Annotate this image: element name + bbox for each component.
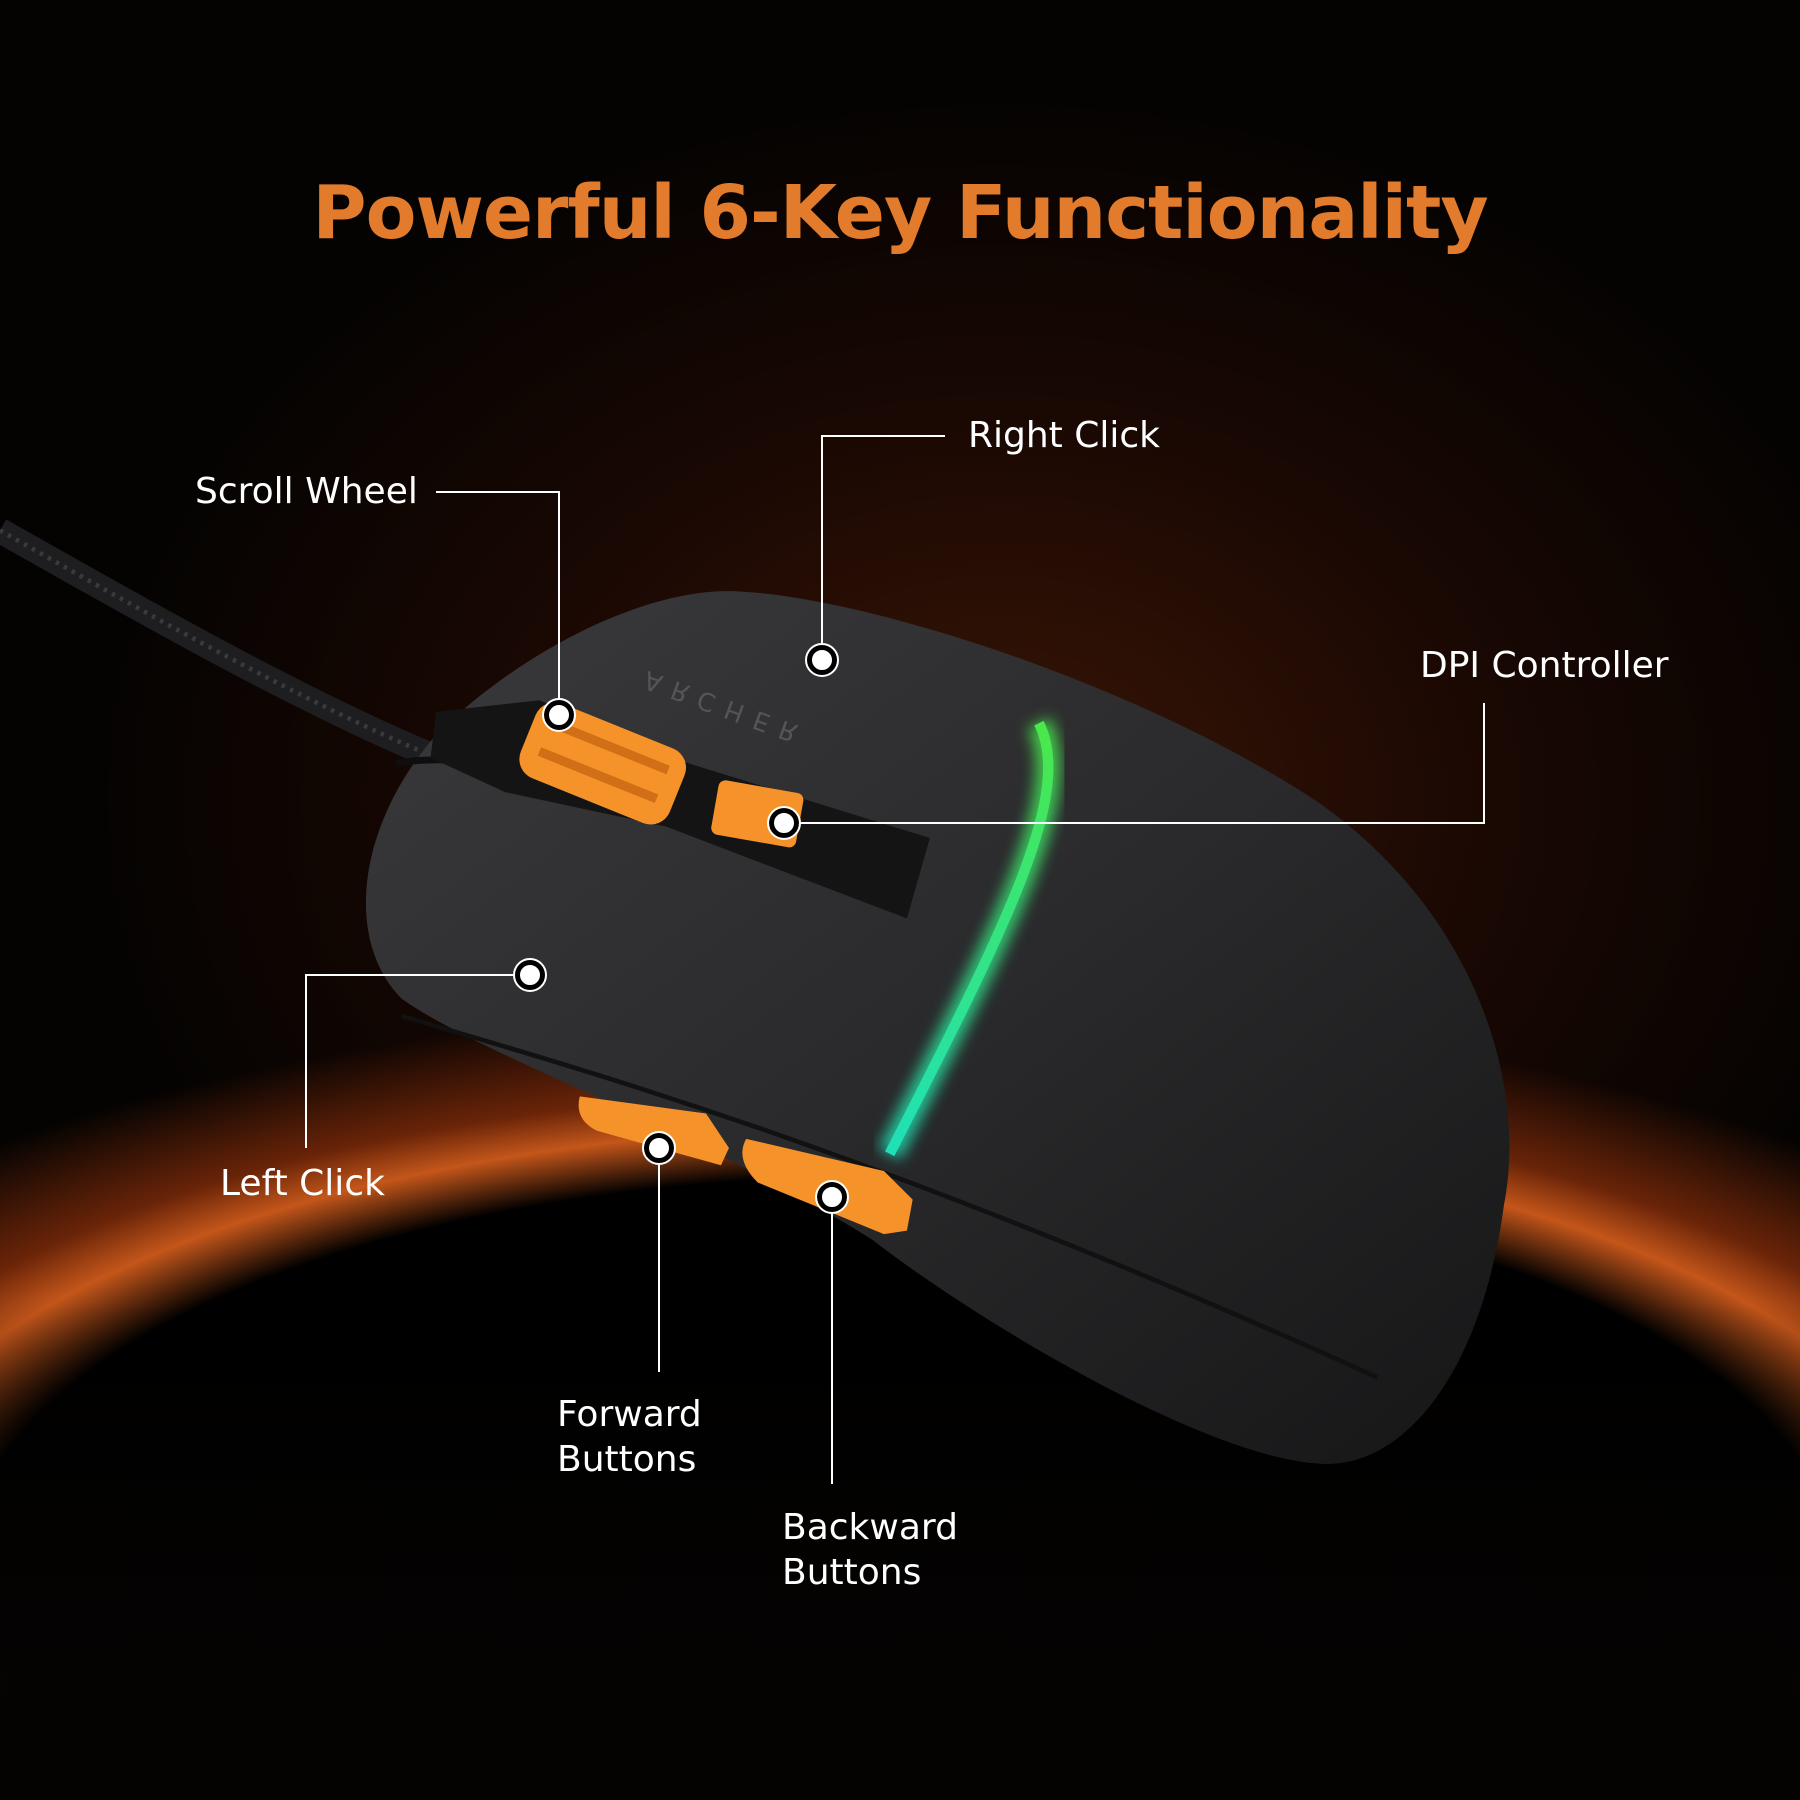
- scroll-wheel: [519, 702, 687, 825]
- dpi-controller-label: DPI Controller: [1420, 645, 1669, 686]
- page-title: Powerful 6-Key Functionality: [312, 170, 1488, 256]
- callout-dot: [642, 1131, 676, 1165]
- rgb-strip: [885, 720, 1054, 1157]
- callout-line: [558, 491, 560, 715]
- right-click-label: Right Click: [968, 415, 1161, 456]
- backward-label-line1: Backward: [782, 1507, 958, 1548]
- callout-line: [822, 435, 945, 437]
- callout-dot: [815, 1180, 849, 1214]
- background-fade: [0, 1300, 1800, 1800]
- callout-line: [306, 974, 529, 976]
- callout-line: [784, 822, 1485, 824]
- backward-label-line2: Buttons: [782, 1552, 922, 1593]
- scroll-wheel-label: Scroll Wheel: [195, 471, 418, 512]
- callout-dot: [805, 643, 839, 677]
- callout-line: [831, 1197, 833, 1484]
- callout-line: [1483, 703, 1485, 824]
- mouse-cable: [0, 519, 442, 770]
- forward-button-shape: [578, 1096, 729, 1166]
- callout-line: [658, 1148, 660, 1372]
- callout-line: [436, 491, 560, 493]
- callout-dot: [767, 806, 801, 840]
- side-seam: [401, 1013, 1379, 1380]
- left-click-label: Left Click: [220, 1163, 385, 1204]
- callout-dot: [542, 698, 576, 732]
- forward-label-line1: Forward: [557, 1394, 702, 1435]
- callout-line: [821, 435, 823, 660]
- callout-line: [305, 974, 307, 1148]
- forward-label-line2: Buttons: [557, 1439, 697, 1480]
- callout-dot: [513, 958, 547, 992]
- mouse-cable-texture: [0, 528, 438, 760]
